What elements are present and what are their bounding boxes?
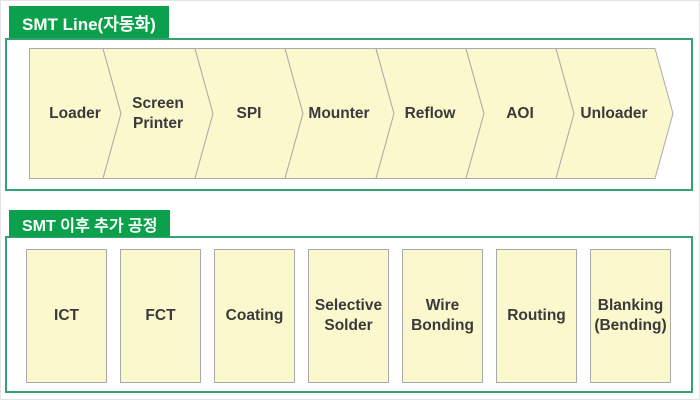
post-smt-panel: ICT FCT Coating Selective Solder Wire Bo… (5, 236, 693, 393)
process-box-coating: Coating (214, 249, 295, 383)
chevron-shape-unloader (555, 48, 674, 179)
process-box-fct: FCT (120, 249, 201, 383)
process-step-mounter: Mounter (308, 104, 370, 122)
process-step-reflow: Reflow (404, 104, 456, 122)
chevron-strip-graphic (29, 48, 674, 179)
process-step-screen-printer: Screen Printer (132, 95, 184, 132)
process-box-wire-bonding: Wire Bonding (402, 249, 483, 383)
process-step-spi: SPI (236, 104, 262, 122)
smt-line-flow: Loader Screen Printer SPI Mounter Reflow… (29, 48, 674, 179)
process-step-unloader: Unloader (580, 104, 648, 122)
smt-line-panel: Loader Screen Printer SPI Mounter Reflow… (5, 38, 693, 191)
process-step-aoi: AOI (506, 104, 534, 122)
process-box-selective-solder: Selective Solder (308, 249, 389, 383)
post-smt-header: SMT 이후 추가 공정 (9, 210, 171, 237)
process-step-loader: Loader (49, 104, 101, 122)
post-smt-flow: ICT FCT Coating Selective Solder Wire Bo… (26, 249, 671, 383)
smt-line-header: SMT Line(자동화) (9, 6, 169, 38)
process-box-ict: ICT (26, 249, 107, 383)
process-box-routing: Routing (496, 249, 577, 383)
process-box-blanking: Blanking (Bending) (590, 249, 671, 383)
